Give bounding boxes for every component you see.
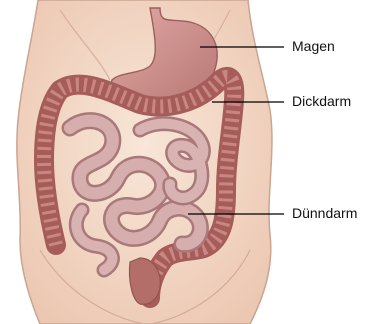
label-large-intestine: Dickdarm	[292, 93, 351, 109]
label-stomach: Magen	[292, 38, 335, 54]
label-small-intestine: Dünndarm	[292, 205, 357, 221]
